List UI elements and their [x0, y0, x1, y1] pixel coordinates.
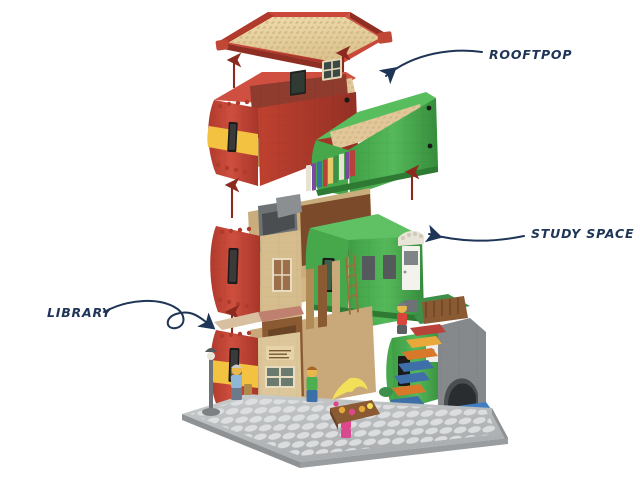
minifigure-balcony-red [397, 302, 407, 334]
flower-planter [330, 377, 380, 430]
street-lamppost [202, 348, 220, 416]
minifigure-elder [231, 364, 252, 400]
module-top-floor-red [207, 58, 358, 186]
module-roof-panel [215, 12, 393, 72]
green-plant-corner [379, 387, 393, 397]
annotation-label-study-space: STUDY SPACE [531, 226, 635, 241]
annotation-label-rooftop: ROOFTPOP [489, 47, 573, 62]
minifigure-green-shirt [306, 366, 318, 402]
annotation-label-library: LIBRARY [47, 305, 112, 320]
